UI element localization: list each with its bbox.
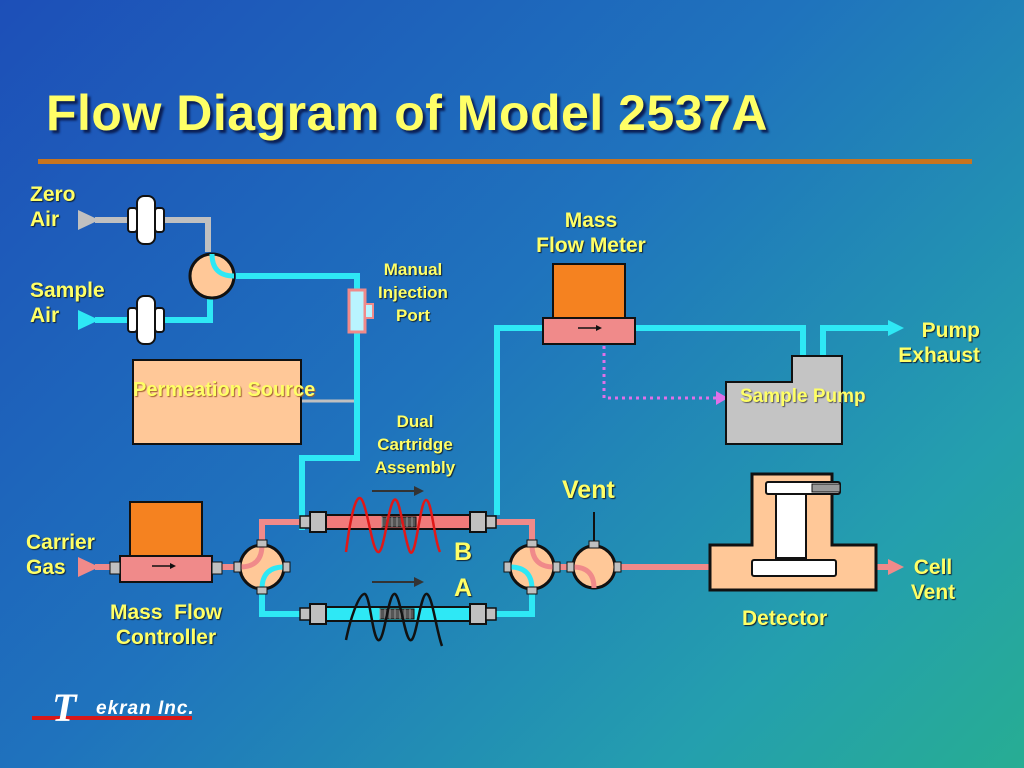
cartridge-a-label: A <box>454 574 473 602</box>
pump-exhaust-line <box>820 325 890 355</box>
sample-air-filter-icon <box>127 295 165 345</box>
cartridge-a-heater-coil-icon <box>344 592 444 647</box>
carrier-gas-inlet-icon <box>78 557 95 577</box>
carrier-gas-label: Carrier Gas <box>26 531 95 579</box>
zero-air-inlet-icon <box>78 210 95 230</box>
mass-flow-meter-icon <box>542 263 636 345</box>
detector-icon <box>708 472 878 592</box>
sample-pump-label: Sample Pump <box>740 386 866 407</box>
right-cartridge-valve-icon <box>503 539 561 595</box>
dual-cartridge-assembly-label: Dual Cartridge Assembly <box>374 412 456 477</box>
cartridge-to-mfm-line <box>494 325 543 515</box>
cartridge-b-return-line <box>492 519 535 545</box>
mass-flow-controller-icon <box>109 501 223 583</box>
valve-to-injection-line <box>236 273 360 294</box>
cartridge-a-icon <box>299 603 497 625</box>
cartridge-a-flow-arrow-icon <box>372 577 424 587</box>
mfm-signal-arrow <box>716 391 728 405</box>
cell-vent-arrow <box>888 559 904 575</box>
cartridge-a-return-line <box>492 590 535 617</box>
sample-air-inlet-icon <box>78 310 95 330</box>
logo-name: ekran Inc. <box>96 698 195 719</box>
selector-valve-icon <box>188 252 236 300</box>
zero-air-label: Zero Air <box>30 183 76 231</box>
logo-letter: T <box>52 685 77 730</box>
cartridge-b-flow-arrow-icon <box>372 486 424 496</box>
detector-label: Detector <box>742 607 828 630</box>
logo-underline <box>32 716 192 720</box>
cell-vent-label: Cell Vent <box>910 556 956 604</box>
left-cartridge-valve-icon <box>233 539 291 595</box>
cartridge-b-label: B <box>454 538 473 566</box>
zero-air-filter-icon <box>127 195 165 245</box>
tekran-logo: T ekran Inc. <box>30 685 200 730</box>
permeation-source-box <box>132 359 302 445</box>
mfm-signal-line <box>602 346 718 400</box>
injection-to-cartridge-line <box>299 332 360 530</box>
mass-flow-meter-label: Mass Flow Meter <box>536 209 646 257</box>
slide-title: Flow Diagram of Model 2537A <box>46 85 768 141</box>
cartridge-b-heater-coil-icon <box>344 496 442 554</box>
manual-injection-port-label: Manual Injection Port <box>378 260 448 325</box>
pump-exhaust-label: Pump Exhaust <box>898 319 980 367</box>
permeation-source-label: Permeation Source <box>133 379 316 401</box>
sample-pump-box <box>725 355 843 445</box>
pump-exhaust-arrow <box>888 320 904 336</box>
vent-label: Vent <box>562 476 615 504</box>
cartridge-b-loop-line <box>259 519 310 545</box>
cartridge-a-loop-line <box>259 585 310 617</box>
title-divider <box>38 159 972 164</box>
cartridge-b-icon <box>299 511 497 533</box>
vent-valve-icon <box>566 512 622 590</box>
mass-flow-controller-label: Mass Flow Controller <box>109 601 223 649</box>
sample-air-label: Sample Air <box>30 279 105 327</box>
mfm-to-pump-line <box>635 325 806 355</box>
manual-injection-port-icon <box>347 288 374 334</box>
